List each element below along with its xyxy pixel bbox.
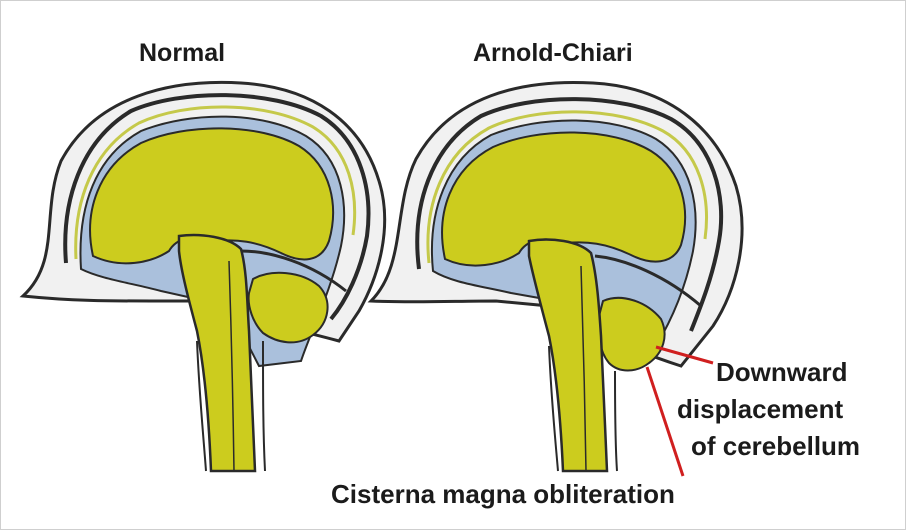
- annotation-displacement: displacement: [677, 396, 843, 422]
- annotation-downward: Downward: [716, 359, 847, 385]
- title-arnold-chiari: Arnold-Chiari: [473, 41, 633, 66]
- normal-brain-diagram: [23, 82, 385, 471]
- annotation-cisterna-magna: Cisterna magna obliteration: [331, 481, 675, 507]
- title-normal: Normal: [139, 41, 225, 66]
- normal-brainstem: [179, 235, 255, 471]
- annotation-of-cerebellum: of cerebellum: [691, 433, 860, 459]
- chiari-canal-right: [615, 371, 617, 471]
- chiari-brainstem: [529, 240, 607, 472]
